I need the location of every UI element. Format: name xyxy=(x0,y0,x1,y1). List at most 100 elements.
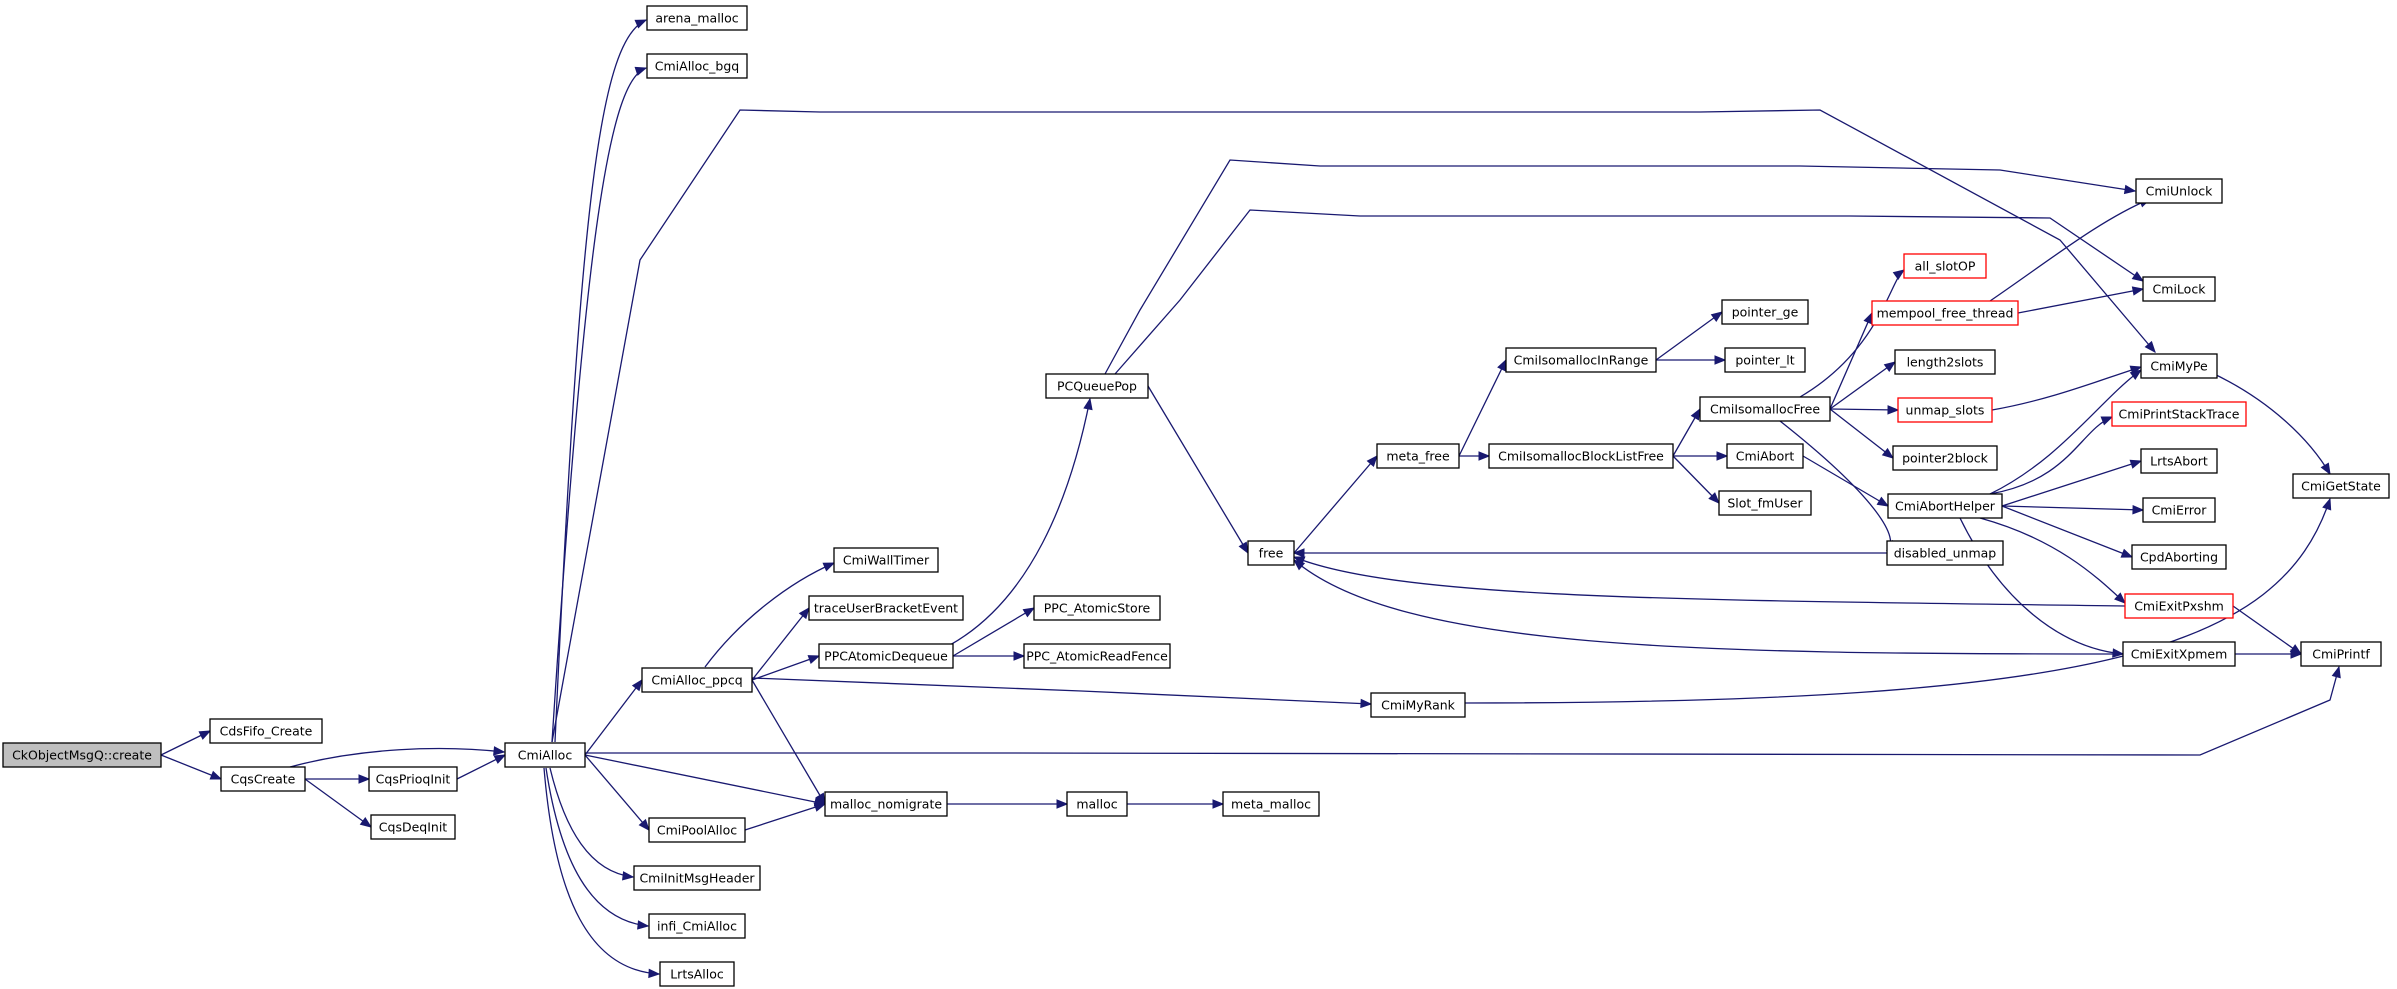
node-cmipoolalloc[interactable]: CmiPoolAlloc xyxy=(648,817,746,843)
node-cmialloc-ppcq[interactable]: CmiAlloc_ppcq xyxy=(641,667,753,693)
node-cmiabort[interactable]: CmiAbort xyxy=(1726,443,1804,469)
node-box-cmiisomallocfree[interactable] xyxy=(1699,396,1831,422)
node-ppc-atomicreadfence[interactable]: PPC_AtomicReadFence xyxy=(1023,643,1171,669)
node-box-cmimyrank[interactable] xyxy=(1370,692,1466,718)
node-box-cmilock[interactable] xyxy=(2142,276,2216,302)
node-cmiprintf[interactable]: CmiPrintf xyxy=(2300,641,2382,667)
node-pointer-lt[interactable]: pointer_lt xyxy=(1724,347,1806,373)
node-slot-fmuser[interactable]: Slot_fmUser xyxy=(1718,490,1812,516)
node-cmiisomallocfree[interactable]: CmiIsomallocFree xyxy=(1699,396,1831,422)
node-box-malloc[interactable] xyxy=(1066,791,1128,817)
node-traceuserbracketevent[interactable]: traceUserBracketEvent xyxy=(808,595,964,621)
node-box-cdsfifo-create[interactable] xyxy=(209,718,323,744)
node-unmap-slots[interactable]: unmap_slots xyxy=(1897,397,1993,423)
node-box-pointer-ge[interactable] xyxy=(1721,299,1809,325)
node-all-slotop[interactable]: all_slotOP xyxy=(1903,253,1987,279)
node-box-malloc-nomigrate[interactable] xyxy=(824,791,948,817)
node-box-cmipoolalloc[interactable] xyxy=(648,817,746,843)
node-lrtsabort[interactable]: LrtsAbort xyxy=(2140,448,2218,474)
node-pcqueuepop[interactable]: PCQueuePop xyxy=(1045,373,1149,399)
node-box-cmiisomallocinrange[interactable] xyxy=(1505,347,1657,373)
node-disabled-unmap[interactable]: disabled_unmap xyxy=(1886,540,2004,566)
node-cmiwalltimer[interactable]: CmiWallTimer xyxy=(833,547,939,573)
node-box-meta-malloc[interactable] xyxy=(1222,791,1320,817)
node-box-cpdaborting[interactable] xyxy=(2131,544,2227,570)
node-box-cqsdeqinit[interactable] xyxy=(370,814,456,840)
node-cmialloc[interactable]: CmiAlloc xyxy=(504,742,586,768)
node-cmiexitpxshm[interactable]: CmiExitPxshm xyxy=(2124,593,2234,619)
node-box-cmierror[interactable] xyxy=(2142,497,2216,523)
node-cmigetstate[interactable]: CmiGetState xyxy=(2292,473,2390,499)
node-box-length2slots[interactable] xyxy=(1894,349,1996,375)
node-meta-free[interactable]: meta_free xyxy=(1376,443,1460,469)
node-box-cmiabort[interactable] xyxy=(1726,443,1804,469)
node-box-cmiinitmsgheader[interactable] xyxy=(633,865,761,891)
node-cmiisomallocinrange[interactable]: CmiIsomallocInRange xyxy=(1505,347,1657,373)
node-box-ppc-atomicstore[interactable] xyxy=(1033,595,1161,621)
node-malloc-nomigrate[interactable]: malloc_nomigrate xyxy=(824,791,948,817)
node-cmiexitxpmem[interactable]: CmiExitXpmem xyxy=(2122,641,2236,667)
node-cqspriqinit[interactable]: CqsPrioqInit xyxy=(368,766,458,792)
node-box-cqspriqinit[interactable] xyxy=(368,766,458,792)
node-box-cmiunlock[interactable] xyxy=(2135,178,2223,204)
node-box-cmigetstate[interactable] xyxy=(2292,473,2390,499)
node-box-pcqueuepop[interactable] xyxy=(1045,373,1149,399)
node-cmiisomallocblocklistfree[interactable]: CmiIsomallocBlockListFree xyxy=(1488,443,1674,469)
node-length2slots[interactable]: length2slots xyxy=(1894,349,1996,375)
node-box-lrtsalloc[interactable] xyxy=(659,961,735,987)
node-box-infi-cmialloc[interactable] xyxy=(648,913,746,939)
node-pointer-ge[interactable]: pointer_ge xyxy=(1721,299,1809,325)
node-cdsfifo-create[interactable]: CdsFifo_Create xyxy=(209,718,323,744)
node-cmierror[interactable]: CmiError xyxy=(2142,497,2216,523)
node-box-cmiwalltimer[interactable] xyxy=(833,547,939,573)
node-box-cmiexitpxshm[interactable] xyxy=(2124,593,2234,619)
node-box-cmialloc-ppcq[interactable] xyxy=(641,667,753,693)
node-ckobjectmsgq-create[interactable]: CkObjectMsgQ::create xyxy=(2,742,162,768)
node-lrtsalloc[interactable]: LrtsAlloc xyxy=(659,961,735,987)
node-pointer2block[interactable]: pointer2block xyxy=(1892,445,1998,471)
node-box-arena-malloc[interactable] xyxy=(646,5,748,31)
node-cmimyrank[interactable]: CmiMyRank xyxy=(1370,692,1466,718)
node-box-cmiprintstacktrace[interactable] xyxy=(2111,401,2247,427)
node-box-disabled-unmap[interactable] xyxy=(1886,540,2004,566)
node-box-mempool-free-thread[interactable] xyxy=(1871,300,2019,326)
node-infi-cmialloc[interactable]: infi_CmiAlloc xyxy=(648,913,746,939)
node-cmimype[interactable]: CmiMyPe xyxy=(2140,353,2218,379)
node-malloc[interactable]: malloc xyxy=(1066,791,1128,817)
node-box-all-slotop[interactable] xyxy=(1903,253,1987,279)
node-box-slot-fmuser[interactable] xyxy=(1718,490,1812,516)
node-cqsdeqinit[interactable]: CqsDeqInit xyxy=(370,814,456,840)
node-cmilock[interactable]: CmiLock xyxy=(2142,276,2216,302)
node-box-pointer2block[interactable] xyxy=(1892,445,1998,471)
node-cmiprintstacktrace[interactable]: CmiPrintStackTrace xyxy=(2111,401,2247,427)
node-cmialloc-bgq[interactable]: CmiAlloc_bgq xyxy=(646,53,748,79)
node-box-lrtsabort[interactable] xyxy=(2140,448,2218,474)
node-box-meta-free[interactable] xyxy=(1376,443,1460,469)
node-box-free[interactable] xyxy=(1247,540,1295,566)
node-box-cqscreate[interactable] xyxy=(220,766,306,792)
node-ppcatomicdequeue[interactable]: PPCAtomicDequeue xyxy=(818,643,954,669)
node-cpdaborting[interactable]: CpdAborting xyxy=(2131,544,2227,570)
node-cqscreate[interactable]: CqsCreate xyxy=(220,766,306,792)
node-cmiunlock[interactable]: CmiUnlock xyxy=(2135,178,2223,204)
node-box-cmiexitxpmem[interactable] xyxy=(2122,641,2236,667)
node-box-traceuserbracketevent[interactable] xyxy=(808,595,964,621)
node-cmiinitmsgheader[interactable]: CmiInitMsgHeader xyxy=(633,865,761,891)
node-box-cmiisomallocblocklistfree[interactable] xyxy=(1488,443,1674,469)
node-box-cmiaborthelper[interactable] xyxy=(1887,493,2003,519)
node-ppc-atomicstore[interactable]: PPC_AtomicStore xyxy=(1033,595,1161,621)
node-box-ppcatomicdequeue[interactable] xyxy=(818,643,954,669)
node-box-unmap-slots[interactable] xyxy=(1897,397,1993,423)
node-cmiaborthelper[interactable]: CmiAbortHelper xyxy=(1887,493,2003,519)
node-meta-malloc[interactable]: meta_malloc xyxy=(1222,791,1320,817)
node-box-cmialloc-bgq[interactable] xyxy=(646,53,748,79)
node-free[interactable]: free xyxy=(1247,540,1295,566)
node-mempool-free-thread[interactable]: mempool_free_thread xyxy=(1871,300,2019,326)
node-box-pointer-lt[interactable] xyxy=(1724,347,1806,373)
node-box-ppc-atomicreadfence[interactable] xyxy=(1023,643,1171,669)
node-box-cmiprintf[interactable] xyxy=(2300,641,2382,667)
node-box-cmialloc[interactable] xyxy=(504,742,586,768)
node-box-ckobjectmsgq-create[interactable] xyxy=(2,742,162,768)
node-arena-malloc[interactable]: arena_malloc xyxy=(646,5,748,31)
node-box-cmimype[interactable] xyxy=(2140,353,2218,379)
